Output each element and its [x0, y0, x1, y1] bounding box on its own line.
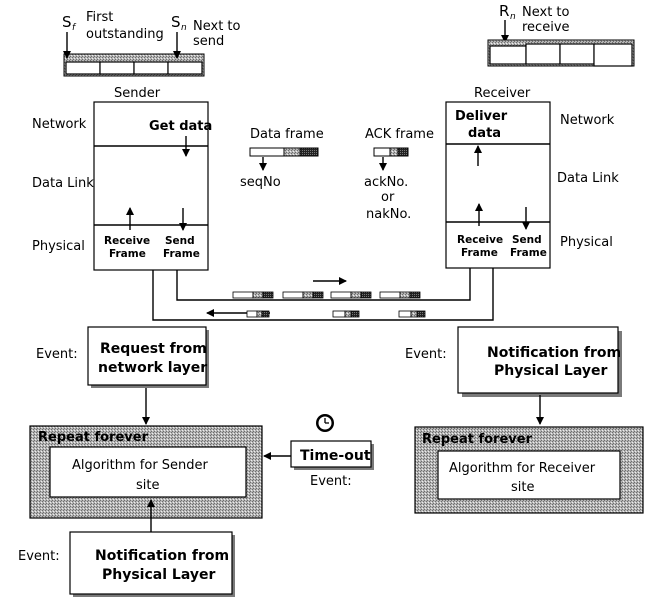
data-frame-legend: Data frame seqNo — [240, 127, 324, 190]
sender-get-data: Get data — [149, 119, 212, 134]
receiver-notification-2: Physical Layer — [494, 363, 607, 379]
sf-caption-1: First — [86, 10, 113, 25]
request-line-1: Request from — [100, 341, 207, 357]
sf-pointer: S f First outstanding — [62, 10, 164, 59]
or-label: or — [381, 190, 395, 205]
alg-receiver-1: Algorithm for Receiver — [449, 461, 596, 476]
receiver-send-frame-1: Send — [512, 234, 542, 246]
receiver-repeat-forever: Repeat forever Algorithm for Receiver si… — [414, 426, 644, 514]
receiver-layer-datalink: Data Link — [557, 171, 619, 186]
wire-data-frame-3 — [330, 291, 372, 299]
rn-pointer: R n Next to receive — [499, 2, 570, 43]
sender-receive-frame-1: Receive — [104, 235, 150, 247]
receiver-window — [487, 39, 635, 67]
ack-frame-legend: ACK frame ackNo. or nakNo. — [364, 127, 434, 222]
request-line-2: network layer — [98, 360, 207, 376]
receiver-notification-box: Notification from Physical Layer — [457, 326, 622, 397]
request-event-box: Request from network layer — [87, 326, 209, 388]
sender-repeat-forever: Repeat forever Algorithm for Sender site — [29, 425, 263, 519]
sender-title: Sender — [114, 86, 161, 101]
receiver-layer-physical: Physical — [560, 235, 613, 250]
receiver-notification-1: Notification from — [487, 345, 621, 361]
sender-repeat-label: Repeat forever — [38, 430, 149, 445]
rn-caption-1: Next to — [522, 5, 570, 20]
sn-label: S — [171, 13, 181, 31]
sender-window — [63, 53, 205, 77]
sf-caption-2: outstanding — [86, 27, 164, 42]
ack-frame-label: ACK frame — [365, 127, 434, 142]
sender-notification-1: Notification from — [95, 548, 229, 564]
sender-layer-datalink: Data Link — [32, 176, 94, 191]
receiver-send-frame-2: Frame — [510, 247, 547, 259]
physical-link — [152, 268, 494, 321]
wire-data-frame-4 — [379, 291, 421, 299]
alg-sender-1: Algorithm for Sender — [72, 458, 209, 473]
wire-ack-frame-2 — [332, 310, 360, 318]
receiver-title: Receiver — [474, 86, 531, 101]
timeout-event-label: Event: — [310, 474, 352, 489]
sender-layer-network: Network — [32, 117, 87, 132]
seqno-label: seqNo — [240, 175, 281, 190]
clock-icon — [316, 414, 334, 432]
alg-receiver-2: site — [511, 480, 534, 495]
wire-data-frame-1 — [232, 291, 274, 299]
sn-caption-2: send — [193, 34, 224, 49]
wire-data-frame-2 — [282, 291, 324, 299]
receiver-layer-network: Network — [560, 113, 615, 128]
receiver-receive-frame-1: Receive — [457, 234, 503, 246]
sender-send-frame-1: Send — [165, 235, 195, 247]
receiver-receive-frame-2: Frame — [461, 247, 498, 259]
sn-pointer: S n Next to send — [171, 13, 241, 59]
receiver-repeat-label: Repeat forever — [422, 432, 533, 447]
sender-send-frame-2: Frame — [163, 248, 200, 260]
receiver-notification-event-label: Event: — [405, 347, 447, 362]
sender-notification-2: Physical Layer — [102, 567, 215, 583]
receiver-deliver-2: data — [468, 126, 501, 141]
sender-request-event-label: Event: — [36, 347, 78, 362]
timeout-label: Time-out — [300, 448, 371, 464]
sender-notification-box: Notification from Physical Layer — [69, 531, 235, 597]
sf-sub: f — [72, 23, 77, 33]
receiver-stack: Deliver data Receive Frame Send Frame — [445, 101, 551, 269]
sender-stack: Get data Receive Frame Send Frame — [93, 101, 212, 271]
sender-layer-physical: Physical — [32, 239, 85, 254]
sender-notification-event-label: Event: — [18, 549, 60, 564]
nakno-label: nakNo. — [366, 207, 411, 222]
timeout-box: Time-out — [290, 440, 374, 470]
rn-label: R — [499, 2, 509, 20]
receiver-deliver-1: Deliver — [455, 109, 508, 124]
rn-sub: n — [510, 12, 516, 22]
alg-sender-2: site — [136, 478, 159, 493]
sender-receive-frame-2: Frame — [109, 248, 146, 260]
ackno-label: ackNo. — [364, 175, 408, 190]
data-frame-label: Data frame — [250, 127, 324, 142]
wire-ack-frame-3 — [398, 310, 426, 318]
sn-sub: n — [181, 23, 187, 33]
wire-ack-frame-1 — [246, 310, 270, 318]
sn-caption-1: Next to — [193, 19, 241, 34]
rn-caption-2: receive — [522, 20, 570, 35]
sf-label: S — [62, 13, 72, 31]
